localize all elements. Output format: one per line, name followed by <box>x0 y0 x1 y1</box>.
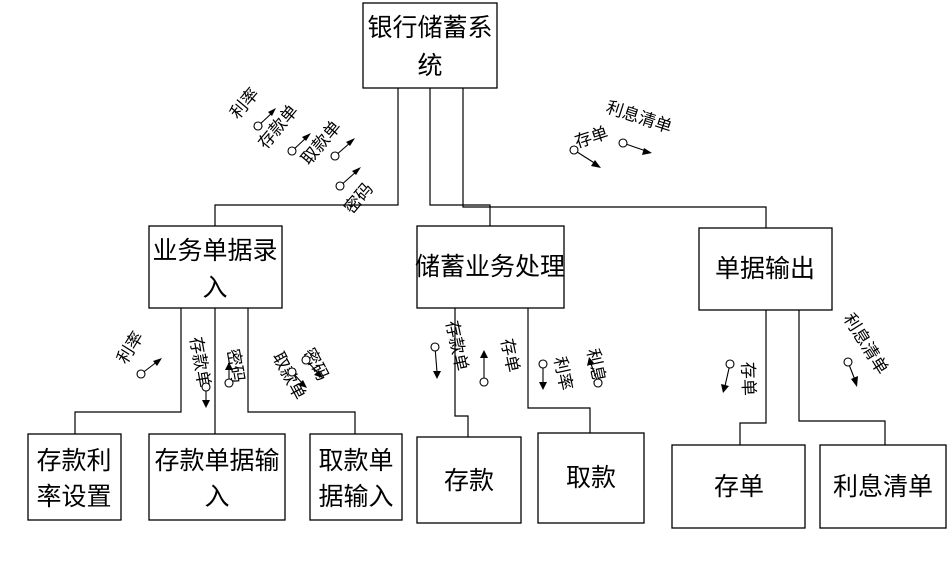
node-root: 银行储蓄系 统 <box>362 2 498 89</box>
connector-lines <box>74 88 886 445</box>
node-rate-setup: 存款利 率设置 <box>27 433 122 521</box>
node-receipt-label: 存单 <box>714 472 764 501</box>
node-output: 单据输出 <box>698 227 833 311</box>
couple-receipt-1 <box>569 145 601 168</box>
flow-label-rate-1: 利率 <box>227 84 264 123</box>
node-withdraw-input-line2: 据输入 <box>318 482 393 511</box>
node-withdraw-input: 取款单 据输入 <box>309 433 403 521</box>
node-root-line1: 银行储蓄系 <box>367 13 492 42</box>
couple-deposit-slip-1 <box>287 133 311 156</box>
node-interest-list-label: 利息清单 <box>833 472 933 501</box>
couple-deposit-slip-2 <box>201 382 211 408</box>
flow-label-receipt-3: 存单 <box>737 361 758 396</box>
flow-label-rate-2: 利率 <box>113 328 148 367</box>
node-withdraw-label: 取款 <box>566 463 616 492</box>
couple-deposit-slip-3 <box>430 342 441 379</box>
line-entry-withdraw <box>247 308 356 434</box>
couple-password-1 <box>335 167 361 191</box>
node-deposit: 存款 <box>416 436 522 524</box>
node-output-label: 单据输出 <box>715 254 815 283</box>
node-withdraw-input-line1: 取款单 <box>318 446 393 475</box>
line-output-receipt <box>739 310 767 445</box>
flow-label-rate-3: 利率 <box>549 355 576 392</box>
couple-withdraw-slip-2 <box>287 367 307 388</box>
couple-password-3 <box>301 355 323 378</box>
node-deposit-input-line1: 存款单据输 <box>154 446 279 475</box>
couple-interest-list-1 <box>618 138 652 155</box>
couple-interest-list-2 <box>843 357 858 387</box>
node-withdraw: 取款 <box>537 432 645 524</box>
flow-label-interest-list-1: 利息清单 <box>603 98 674 138</box>
flow-label-password-1: 密码 <box>341 179 378 218</box>
couple-rate-3 <box>538 359 548 390</box>
flow-label-interest-1: 利息 <box>582 347 609 384</box>
node-entry-line2: 入 <box>202 273 227 302</box>
couple-receipt-2 <box>479 350 489 387</box>
line-root-output <box>462 88 767 228</box>
node-rate-setup-line1: 存款利 <box>36 446 111 475</box>
node-deposit-label: 存款 <box>444 466 494 495</box>
line-process-deposit <box>454 308 469 437</box>
couple-interest-1 <box>587 357 603 388</box>
line-output-interest <box>798 310 886 445</box>
couple-receipt-3 <box>721 359 735 393</box>
line-process-withdraw <box>527 308 591 433</box>
line-root-entry <box>214 88 399 226</box>
line-entry-rate <box>74 308 182 434</box>
flow-label-deposit-slip-2: 存款单 <box>185 335 214 389</box>
data-couples <box>136 108 858 408</box>
couple-withdraw-slip-1 <box>330 138 355 161</box>
node-process: 储蓄业务处理 <box>415 225 565 309</box>
line-root-process <box>429 88 491 226</box>
flow-label-deposit-slip-3: 存款单 <box>441 319 471 373</box>
node-interest-list: 利息清单 <box>819 444 947 529</box>
flow-label-receipt-2: 存单 <box>496 337 523 374</box>
node-receipt: 存单 <box>671 444 806 529</box>
flow-label-interest-list-2: 利息清单 <box>839 310 892 378</box>
node-entry: 业务单据录 入 <box>148 225 283 309</box>
flow-label-withdraw-slip-1: 取款单 <box>298 117 346 169</box>
node-process-label: 储蓄业务处理 <box>415 252 565 281</box>
couple-rate-1 <box>253 108 276 131</box>
node-deposit-input-line2: 入 <box>204 482 229 511</box>
node-entry-line1: 业务单据录 <box>152 236 277 265</box>
couple-rate-2 <box>136 358 162 379</box>
node-root-line2: 统 <box>417 51 442 80</box>
flow-label-password-3: 密码 <box>299 345 333 384</box>
node-deposit-input: 存款单据输 入 <box>148 433 286 521</box>
node-rate-setup-line2: 率设置 <box>36 482 111 511</box>
couple-password-2 <box>224 362 234 388</box>
flow-label-password-2: 密码 <box>222 347 248 384</box>
